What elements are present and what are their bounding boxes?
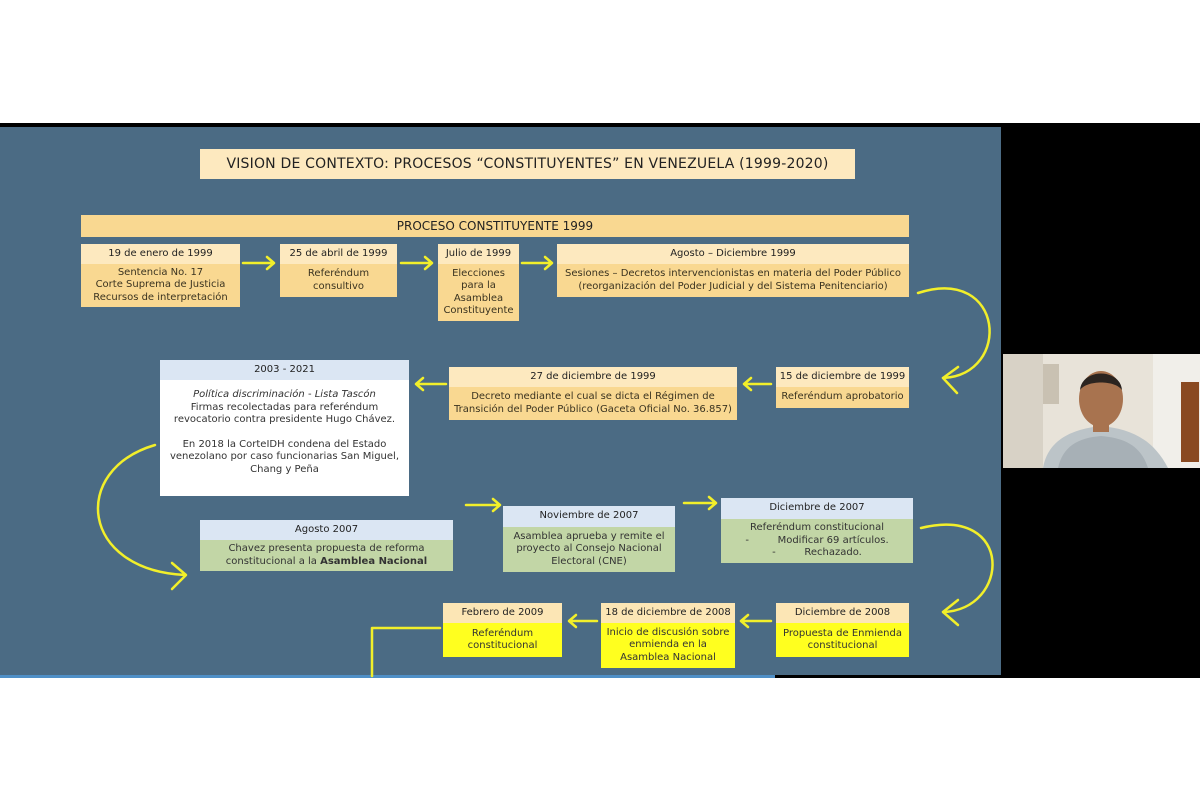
timeline-header-15-diciembre-1999: 15 de diciembre de 1999 bbox=[776, 367, 909, 387]
timeline-header-diciembre-2008: Diciembre de 2008 bbox=[776, 603, 909, 623]
timeline-header-25-abril-1999: 25 de abril de 1999 bbox=[280, 244, 397, 264]
timeline-body-15-diciembre-1999: Referéndum aprobatorio bbox=[776, 387, 909, 408]
timeline-body-19-enero-1999: Sentencia No. 17 Corte Suprema de Justic… bbox=[81, 264, 240, 307]
italic-text: Política discriminación bbox=[193, 389, 305, 400]
body-line: Decreto mediante el cual se dicta el Rég… bbox=[471, 391, 715, 402]
body-line: - Rechazado. bbox=[772, 547, 862, 559]
timeline-header-18-diciembre-2008: 18 de diciembre de 2008 bbox=[601, 603, 735, 623]
timeline-body-18-diciembre-2008: Inicio de discusión sobre enmienda en la… bbox=[601, 623, 735, 668]
body-line: Asamblea aprueba y remite el bbox=[513, 530, 665, 542]
body-line: constitucional bbox=[807, 640, 878, 651]
timeline-header-febrero-2009: Febrero de 2009 bbox=[443, 603, 562, 623]
timeline-header-julio-1999: Julio de 1999 bbox=[438, 244, 519, 264]
timeline-body-noviembre-2007: Asamblea aprueba y remite el proyecto al… bbox=[503, 527, 675, 572]
body-line: para la bbox=[461, 280, 496, 291]
timeline-header-agosto-diciembre-1999: Agosto – Diciembre 1999 bbox=[557, 244, 909, 264]
body-line: Referéndum bbox=[307, 268, 370, 279]
timeline-body-diciembre-2007: Referéndum constitucional - Modificar 69… bbox=[721, 519, 913, 563]
body-line: Firmas recolectadas para referéndum bbox=[190, 401, 379, 413]
participant-video-thumbnail[interactable] bbox=[1003, 354, 1200, 468]
body-line: constitucional a la Asamblea Nacional bbox=[226, 556, 427, 569]
body-line: proyecto al Consejo Nacional bbox=[516, 543, 662, 555]
timeline-body-agosto-diciembre-1999: Sesiones – Decretos intervencionistas en… bbox=[557, 264, 909, 297]
body-line: Chavez presenta propuesta de reforma bbox=[228, 543, 425, 554]
body-line: Corte Suprema de Justicia bbox=[95, 279, 226, 291]
timeline-header-2003-2021: 2003 - 2021 bbox=[160, 360, 409, 380]
italic-text: Lista Tascón bbox=[314, 389, 376, 400]
body-line: Sesiones – Decretos intervencionistas en… bbox=[565, 268, 901, 279]
timeline-header-agosto-2007: Agosto 2007 bbox=[200, 520, 453, 540]
timeline-body-julio-1999: Elecciones para la Asamblea Constituyent… bbox=[438, 264, 519, 321]
body-text: constitucional a la bbox=[225, 555, 321, 567]
body-line: Transición del Poder Público (Gaceta Ofi… bbox=[454, 403, 732, 415]
body-line: constitucional bbox=[467, 640, 538, 651]
body-line: Referéndum bbox=[471, 627, 534, 639]
body-line: Propuesta de Enmienda bbox=[783, 627, 902, 639]
timeline-header-diciembre-2007: Diciembre de 2007 bbox=[721, 498, 913, 519]
presenter-video-frame bbox=[1003, 354, 1200, 468]
slide-title: VISION DE CONTEXTO: PROCESOS “CONSTITUYE… bbox=[200, 149, 855, 179]
body-line: venezolano por caso funcionarias San Mig… bbox=[169, 451, 399, 462]
process-banner: PROCESO CONSTITUYENTE 1999 bbox=[81, 215, 909, 237]
body-line: Asamblea Nacional bbox=[620, 651, 716, 663]
body-line: Asamblea bbox=[453, 292, 504, 304]
separator: - bbox=[304, 389, 315, 400]
timeline-body-27-diciembre-1999: Decreto mediante el cual se dicta el Rég… bbox=[449, 387, 737, 420]
body-line: (reorganización del Poder Judicial y del… bbox=[578, 280, 888, 292]
body-line: Elecciones bbox=[452, 267, 505, 279]
timeline-body-2003-2021: Política discriminación - Lista Tascón F… bbox=[160, 380, 409, 496]
timeline-body-25-abril-1999: Referéndum consultivo bbox=[280, 264, 397, 297]
timeline-header-19-enero-1999: 19 de enero de 1999 bbox=[81, 244, 240, 264]
body-line: En 2018 la CorteIDH condena del Estado bbox=[182, 438, 387, 450]
slide-bottom-edge bbox=[0, 675, 775, 678]
body-line-italic: Política discriminación - Lista Tascón bbox=[193, 389, 376, 402]
body-line: Referéndum aprobatorio bbox=[781, 391, 904, 403]
body-line: consultivo bbox=[312, 280, 364, 292]
bold-text: Asamblea Nacional bbox=[320, 555, 428, 567]
timeline-header-27-diciembre-1999: 27 de diciembre de 1999 bbox=[449, 367, 737, 387]
body-line: Recursos de interpretación bbox=[93, 291, 228, 303]
timeline-body-febrero-2009: Referéndum constitucional bbox=[443, 623, 562, 657]
body-line: - Modificar 69 artículos. bbox=[745, 534, 889, 546]
body-line: Chang y Peña bbox=[250, 463, 319, 475]
timeline-header-noviembre-2007: Noviembre de 2007 bbox=[503, 506, 675, 527]
body-line: Inicio de discusión sobre bbox=[606, 626, 730, 638]
timeline-body-diciembre-2008: Propuesta de Enmienda constitucional bbox=[776, 623, 909, 657]
body-line: Electoral (CNE) bbox=[551, 555, 627, 567]
body-line: Sentencia No. 17 bbox=[117, 266, 204, 278]
body-line: Referéndum constitucional bbox=[749, 522, 885, 534]
timeline-body-agosto-2007: Chavez presenta propuesta de reforma con… bbox=[200, 540, 453, 571]
body-line: Constituyente bbox=[443, 305, 514, 316]
body-line: revocatorio contra presidente Hugo Cháve… bbox=[173, 414, 396, 425]
body-line: enmienda en la bbox=[629, 639, 707, 651]
